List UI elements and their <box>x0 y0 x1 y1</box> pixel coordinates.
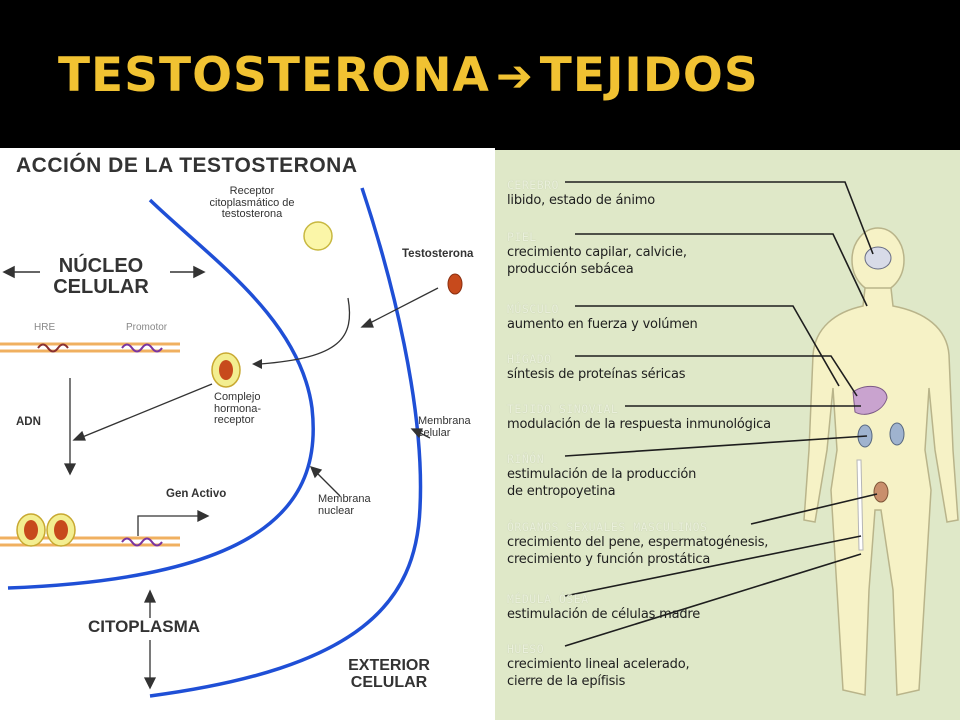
tissue-hueso: HUESO crecimiento lineal acelerado, cier… <box>507 642 690 690</box>
tissue-effect: producción sebácea <box>507 262 634 277</box>
tissue-name: HUESO <box>507 642 545 656</box>
tissue-effect: cierre de la epífisis <box>507 674 626 689</box>
hre-label: HRE <box>34 322 56 333</box>
dna-strand-top <box>0 342 180 353</box>
tissue-musculo: MÚSCULO aumento en fuerza y volúmen <box>507 302 698 333</box>
tissue-name: MÉDULA ÓSEA <box>507 592 589 606</box>
complex-shape <box>211 352 241 388</box>
bound-complexes <box>16 513 76 547</box>
bone-shape <box>856 459 864 551</box>
membrana-celular-label: Membrana celular <box>418 415 471 439</box>
tissue-name: MÚSCULO <box>507 302 559 316</box>
cell-diagram-svg <box>0 187 463 698</box>
tissue-cerebro: CEREBRO libido, estado de ánimo <box>507 178 655 209</box>
slide-title-right: TEJIDOS <box>539 48 759 103</box>
tissue-name: TEJIDO SINOVIAL <box>507 402 619 416</box>
nucleus-arrow <box>2 265 206 279</box>
tissue-name: CEREBRO <box>507 178 559 192</box>
membrana-celular-pointer <box>410 428 431 439</box>
tissue-rinon: RIÑÓN estimulación de la producción de e… <box>507 452 696 500</box>
tissue-effect: estimulación de la producción <box>507 467 697 482</box>
liver-shape <box>852 385 888 415</box>
tissue-higado: HÍGADO síntesis de proteínas séricas <box>507 352 685 383</box>
gen-activo-arrow <box>137 509 210 536</box>
tissue-sinovial: TEJIDO SINOVIAL modulación de la respues… <box>507 402 771 433</box>
complejo-label: Complejo hormona-receptor <box>214 391 262 427</box>
tissue-effect: crecimiento del pene, espermatogénesis, <box>507 535 769 550</box>
tissue-effect: de entropoyetina <box>507 484 616 499</box>
tissue-name: PIEL <box>507 230 537 244</box>
tissue-effect: libido, estado de ánimo <box>507 193 655 208</box>
body-silhouette <box>803 227 959 696</box>
tissue-name: HÍGADO <box>507 352 552 366</box>
tissue-medula-osea: MÉDULA ÓSEA estimulación de células madr… <box>507 592 700 623</box>
testosterone-action-diagram: ACCIÓN DE LA TESTOSTERONA Receptor citop… <box>0 148 495 720</box>
tissue-effect: crecimiento lineal acelerado, <box>507 657 690 672</box>
exterior-celular-label: EXTERIOR CELULAR <box>348 657 430 691</box>
membrana-nuclear-pointer <box>309 465 341 497</box>
tissue-piel: PIEL crecimiento capilar, calvicie, prod… <box>507 230 687 278</box>
membrana-nuclear-label: Membrana nuclear <box>318 493 371 517</box>
sex-organ-shape <box>873 481 889 503</box>
target-tissues-diagram: CEREBRO libido, estado de ánimo PIEL cre… <box>495 150 960 720</box>
nucleus-vertical-arrow <box>63 378 77 476</box>
testosterona-label: Testosterona <box>402 248 474 260</box>
tissue-effect: aumento en fuerza y volúmen <box>507 317 698 332</box>
tissue-effect: modulación de la respuesta inmunológica <box>507 417 771 432</box>
tissue-name: RIÑÓN <box>507 452 545 466</box>
complex-to-dna-arrow <box>72 383 213 441</box>
tissue-name: ÓRGANOS SEXUALES MASCULINOS <box>507 520 708 534</box>
tissue-effect: síntesis de proteínas séricas <box>507 367 686 382</box>
receptor-shape <box>303 221 333 251</box>
right-arrow-icon: ➔ <box>495 51 534 102</box>
cell-membrane <box>149 187 423 698</box>
citoplasma-label: CITOPLASMA <box>88 617 201 636</box>
tissue-organos-sexuales: ÓRGANOS SEXUALES MASCULINOS crecimiento … <box>507 520 768 568</box>
binding-arrow <box>259 297 351 365</box>
testosterone-shape <box>447 273 463 295</box>
diagram-heading: ACCIÓN DE LA TESTOSTERONA <box>16 154 358 177</box>
tissue-connectors <box>564 181 878 647</box>
adn-label: ADN <box>16 416 41 428</box>
tissue-effect: crecimiento capilar, calvicie, <box>507 245 687 260</box>
citoplasma-arrow <box>143 589 157 690</box>
body-diagram-svg <box>564 181 959 696</box>
tissue-effect: crecimiento y función prostática <box>507 552 711 567</box>
gen-activo-label: Gen Activo <box>166 488 227 500</box>
brain-shape <box>864 246 892 270</box>
testosterone-entry-arrow <box>360 287 439 328</box>
tissue-effect: estimulación de células madre <box>507 607 701 622</box>
nucleo-celular-label: NÚCLEO CELULAR <box>53 255 149 298</box>
kidney-right-shape <box>889 422 905 446</box>
slide-title: TESTOSTERONA➔TEJIDOS <box>58 52 759 99</box>
slide-title-left: TESTOSTERONA <box>58 48 490 103</box>
promotor-label: Promotor <box>126 322 168 333</box>
nuclear-membrane <box>7 198 315 590</box>
receptor-label: Receptor citoplasmático de testosterona <box>209 185 295 221</box>
